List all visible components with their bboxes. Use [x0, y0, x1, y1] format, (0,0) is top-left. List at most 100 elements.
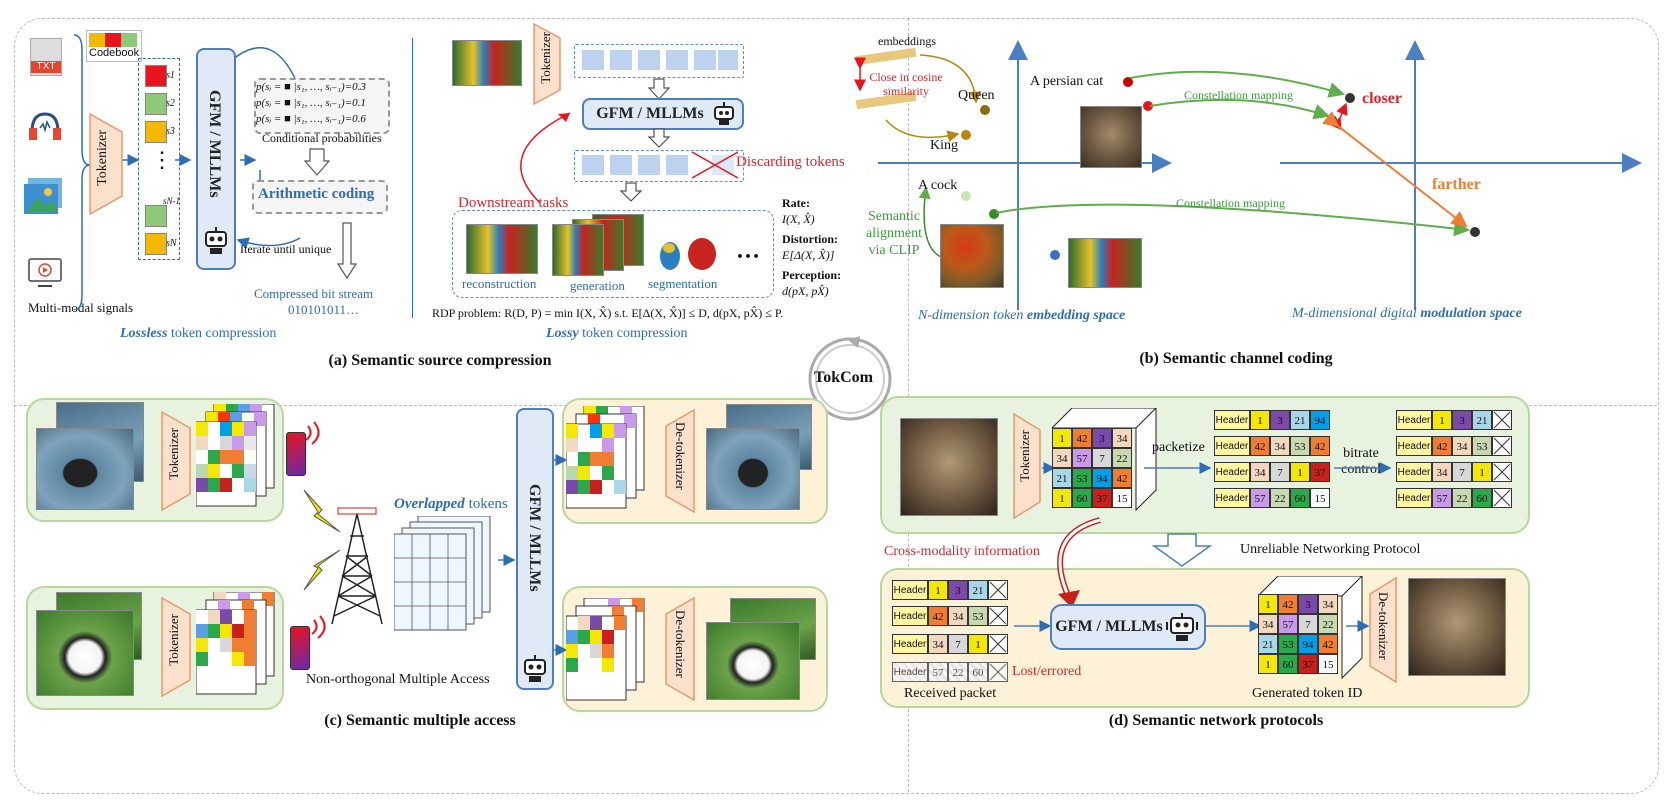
detokenizer-c1: De-tokenizer [664, 408, 696, 514]
cat-photo-d2 [1408, 578, 1506, 676]
arithmetic-coding-label: Arithmetic coding [258, 186, 375, 202]
robot-icon [714, 102, 734, 125]
headphones-icon [28, 110, 62, 142]
iterate-label: Iterate until unique [240, 242, 332, 256]
video-icon [28, 258, 62, 288]
cat-photo-d1 [900, 418, 998, 516]
gfm-box-a: GFM / MLLMs [582, 98, 744, 130]
detokenizer-c2-label: De-tokenizer [673, 610, 688, 678]
tokenizer-d: Tokenizer [1012, 412, 1042, 520]
mod-space-pre: M-dimensional digital [1292, 306, 1421, 321]
down-arrow-big [1151, 533, 1213, 567]
token-row-1 [574, 44, 744, 78]
dropped-cross-icon [1492, 462, 1512, 482]
parrot-photo-small [452, 40, 522, 86]
closer-label: closer [1362, 90, 1402, 107]
constellation-label-1: Constellation mapping [1184, 88, 1293, 102]
symbol-label-2: s2 [166, 98, 175, 109]
prob-line-3: p(sᵢ = ■ |s₁, …, sᵢ₋₁)=0.6 [256, 113, 366, 125]
lossy-label: Lossy token compression [546, 326, 688, 342]
arrow-bitrate [1334, 462, 1392, 474]
farther-label: farther [1432, 176, 1481, 193]
dropped-cross-icon [1492, 410, 1512, 430]
outer-frame [14, 18, 1659, 794]
token-row-2 [574, 150, 744, 182]
bitstream-value: 010101011… [288, 302, 360, 317]
caption-d: (d) Semantic network protocols [1108, 712, 1324, 729]
token-stack-c2 [196, 592, 275, 695]
generation-photo-1 [552, 224, 604, 276]
task-segmentation: segmentation [648, 276, 718, 291]
overlapped-label: Overlapped tokens [394, 496, 508, 513]
prob-line-1: p(sᵢ = ■ |s₁, …, sᵢ₋₁)=0.3 [256, 81, 366, 93]
cock-label: A cock [918, 178, 958, 193]
arrow-packetize [1144, 462, 1212, 474]
queen-label: Queen [958, 88, 995, 103]
rooster-photo [940, 224, 1004, 288]
tokenizer-d-label: Tokenizer [1017, 430, 1032, 482]
segmentation-mark [656, 236, 720, 272]
reconstruction-photo [466, 224, 538, 274]
gfm-vertical-a: GFM / MLLMs [196, 48, 236, 270]
rate-label: Rate: [782, 196, 810, 210]
detokenizer-c1-label: De-tokenizer [673, 422, 688, 490]
dropped-cross-icon [988, 580, 1008, 600]
panel-c-arrows [498, 454, 568, 656]
bird-photo-2 [36, 428, 134, 510]
token-stack-rx1 [566, 406, 645, 509]
down-arrow-2 [336, 222, 358, 280]
symbol-label-n: sN [166, 238, 177, 249]
cat-photo-small [1080, 106, 1142, 168]
image-icon [24, 178, 64, 216]
phone-icon-2 [290, 626, 310, 670]
dropped-cross-icon [988, 662, 1008, 682]
signal-waves-icon [311, 615, 326, 639]
modulation-space-label: M-dimensional digital modulation space [1292, 306, 1522, 322]
caption-c: (c) Semantic multiple access [324, 712, 516, 729]
caption-b: (b) Semantic channel coding [1139, 350, 1333, 367]
tokenizer-a2: Tokenizer [532, 22, 562, 106]
rate-formula: I(X, X̂) [782, 212, 815, 226]
cond-prob-label: Conditional probabilities [262, 131, 382, 145]
lossy-rest: token compression [578, 326, 688, 341]
gfm-box-d: GFM / MLLMs [1050, 604, 1206, 650]
generated-label: Generated token ID [1252, 686, 1363, 701]
distortion-formula: E[Δ(X, X̂)] [782, 248, 835, 262]
bird-rx-photo-2 [706, 428, 800, 510]
detokenizer-d: De-tokenizer [1368, 576, 1398, 684]
probabilities-box [254, 78, 390, 134]
multimodal-label: Multi-modal signals [28, 300, 134, 315]
embeddings-label: embeddings [878, 34, 936, 48]
bitrate-control-label: bitrate control [1341, 446, 1381, 477]
codebook: Codebook [86, 30, 142, 62]
gfm-box-a-label: GFM / MLLMs [596, 105, 704, 122]
lightning-icons [303, 489, 341, 591]
dropped-cross-icon [1492, 436, 1512, 456]
detokenizer-c2: De-tokenizer [664, 596, 696, 702]
arrow-gfm-grid [1204, 620, 1262, 632]
lossless-rest: token compression [167, 326, 277, 341]
gfm-vertical-c: GFM / MLLMs [516, 408, 554, 690]
caption-a: (a) Semantic source compression [328, 352, 552, 369]
signal-waves-icon [305, 421, 320, 445]
mod-space-em: modulation space [1420, 306, 1522, 321]
embedding-space-label: N-dimension token embedding space [918, 308, 1125, 324]
received-label: Received packet [904, 686, 997, 701]
discard-label: Discarding tokens [736, 154, 845, 170]
rdp-problem: RDP problem: R(D, P) = min I(X, X̂) s.t.… [432, 306, 784, 320]
lost-label: Lost/errored [1012, 664, 1082, 679]
dropped-cross-icon [1492, 488, 1512, 508]
txt-icon: TXT [30, 38, 62, 76]
tokenizer-c2-label: Tokenizer [166, 614, 181, 666]
phone-icon-1 [286, 432, 306, 476]
gfm-vertical-a-label: GFM / MLLMs [206, 90, 223, 198]
constellation-label-2: Constellation mapping [1176, 196, 1285, 210]
cell-tower-icon [331, 507, 383, 625]
